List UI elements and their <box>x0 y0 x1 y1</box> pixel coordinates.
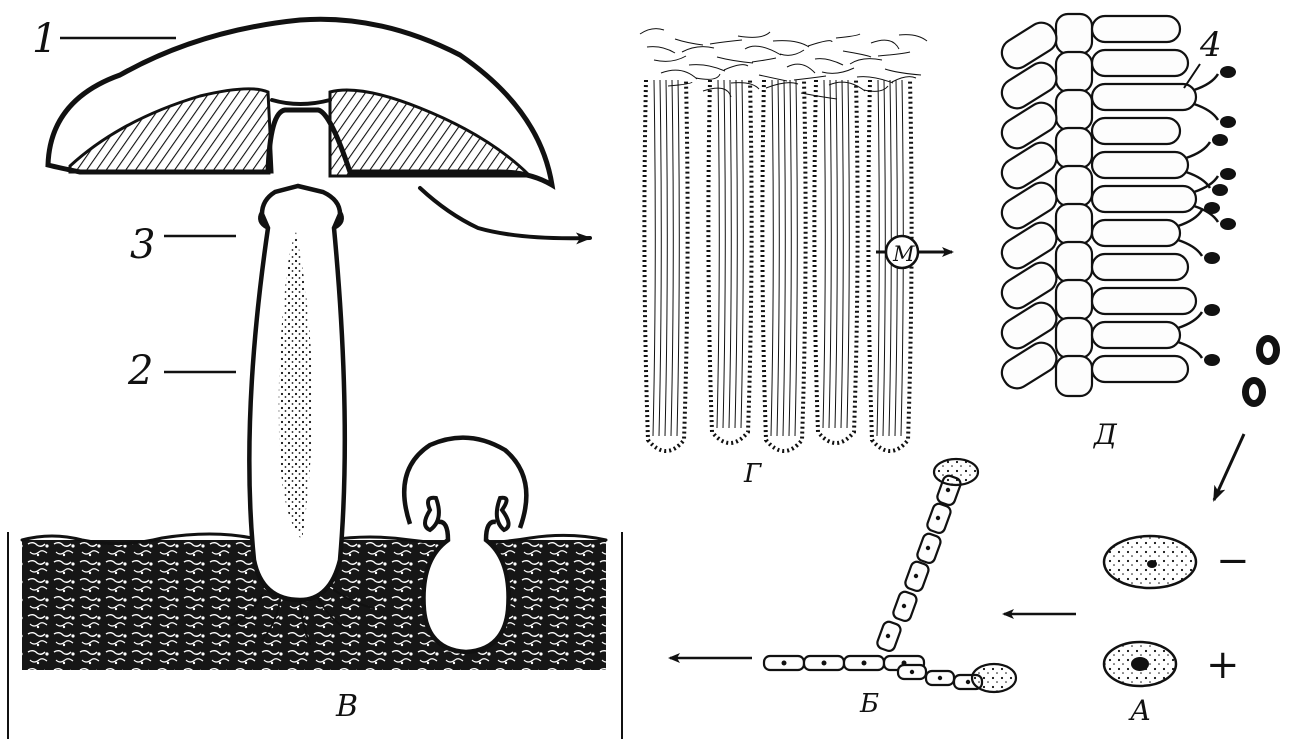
trama-cell <box>1056 128 1092 168</box>
basidiospore <box>1212 134 1228 146</box>
basidium <box>1092 220 1180 246</box>
trama-cell <box>1056 90 1092 130</box>
spores: − + А <box>1104 536 1250 727</box>
subhymenial-cell <box>997 97 1062 153</box>
basidium <box>1092 186 1196 212</box>
trama-cell <box>1056 318 1092 358</box>
subhymenial-cell <box>997 217 1062 273</box>
mycelium-letter: Б <box>859 689 879 719</box>
primary-mycelium: Б <box>764 459 1016 719</box>
basidium <box>1092 50 1188 76</box>
trama-cell <box>1056 204 1092 244</box>
mushroom-fruiting-body: 1 3 2 В <box>22 16 606 724</box>
sterigma <box>1178 312 1202 358</box>
ring-number: 3 <box>130 222 155 268</box>
sterigma <box>1186 142 1210 188</box>
basidium <box>1092 152 1188 178</box>
trama-cell <box>1056 242 1092 282</box>
subhymenial-cell <box>997 57 1062 113</box>
sterigma <box>1194 74 1218 120</box>
gills-letter: Г <box>743 459 762 489</box>
trama-cell <box>1056 166 1092 206</box>
basidium <box>1092 84 1196 110</box>
sterigma <box>1178 210 1202 256</box>
basidiospore <box>1220 218 1236 230</box>
basidiospore <box>1220 66 1236 78</box>
cap-number: 1 <box>32 16 57 62</box>
gill-plate <box>762 80 805 451</box>
basidiospore <box>1204 304 1220 316</box>
subhymenial-cell <box>997 177 1062 233</box>
hymenium-basidia: 4 Д <box>997 14 1280 451</box>
germinating-spore <box>972 664 1016 692</box>
plus-sign: + <box>1206 642 1240 688</box>
basidium <box>1092 356 1188 382</box>
basidium <box>1092 118 1180 144</box>
basidium <box>1092 254 1188 280</box>
mushroom-letter: В <box>335 689 358 724</box>
meiosis-mark: М <box>892 242 915 266</box>
gill-plate <box>814 80 857 443</box>
basidium-number: 4 <box>1199 25 1222 65</box>
gill-plate <box>708 80 751 443</box>
basidiospore <box>1212 184 1228 196</box>
basidium <box>1092 288 1196 314</box>
spores-arrow-icon <box>1214 434 1244 500</box>
subhymenial-cell <box>997 17 1062 73</box>
minus-sign: − <box>1216 538 1250 584</box>
stipe-number: 2 <box>127 348 153 394</box>
basidiospore <box>1220 116 1236 128</box>
gills-arrow-icon <box>420 188 590 238</box>
basidiospore <box>1204 202 1220 214</box>
gill-plate <box>644 80 687 451</box>
basidium <box>1092 322 1180 348</box>
germinating-spore <box>934 459 978 485</box>
trama-cell <box>1056 280 1092 320</box>
subhymenial-cell <box>997 337 1062 393</box>
basidiospore <box>1220 168 1236 180</box>
trama-cell <box>1056 14 1092 54</box>
subhymenial-cell <box>997 257 1062 313</box>
trama-cell <box>1056 52 1092 92</box>
trama-cell <box>1056 356 1092 396</box>
subhymenial-cell <box>997 297 1062 353</box>
basidium <box>1092 16 1180 42</box>
spores-letter: А <box>1128 694 1151 727</box>
basidiospore <box>1204 354 1220 366</box>
basidia-letter: Д <box>1092 418 1118 451</box>
gill-section: Г <box>640 29 927 489</box>
basidiospore <box>1204 252 1220 264</box>
subhymenial-cell <box>997 137 1062 193</box>
